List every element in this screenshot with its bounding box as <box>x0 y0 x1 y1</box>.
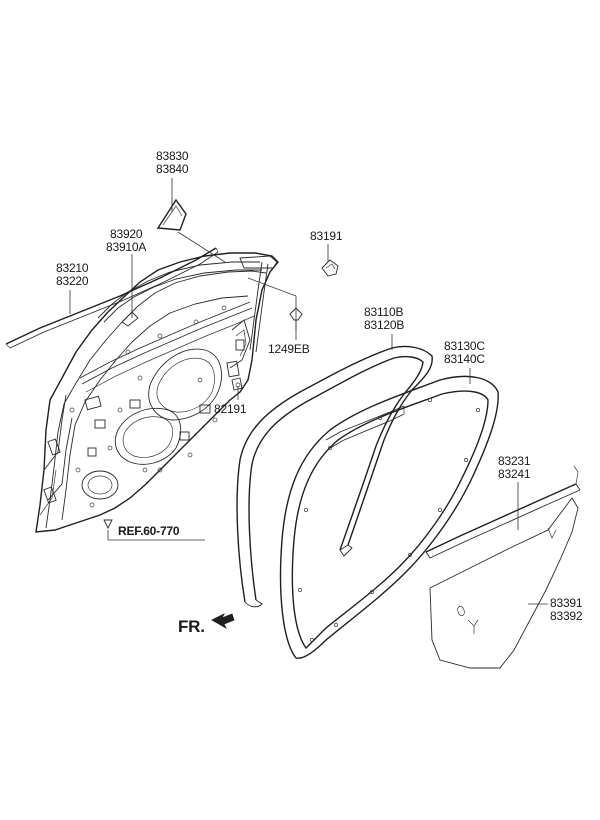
clip-83191 <box>321 259 339 277</box>
waterproof-film <box>429 497 579 669</box>
reference-label: REF.60-770 <box>118 524 180 538</box>
label-82191: 82191 <box>214 402 247 416</box>
delta-garnish <box>156 198 187 231</box>
label-83191: 83191 <box>310 229 343 243</box>
door-weatherstrip <box>236 345 433 608</box>
label-83110b: 83110B 83120B <box>364 305 405 332</box>
label-1249eb: 1249EB <box>268 342 310 356</box>
plug-82191 <box>231 377 243 391</box>
ref-arrow <box>103 519 113 530</box>
front-direction-arrow-icon <box>211 613 235 630</box>
belt-weatherstrip-outer <box>5 247 219 349</box>
belt-weatherstrip-inner <box>425 465 581 559</box>
label-83130c: 83130C 83140C <box>444 339 485 366</box>
door-panel-assembly <box>35 252 279 533</box>
label-83231: 83231 83241 <box>498 454 531 481</box>
leader-lines <box>69 178 548 605</box>
front-direction-label: FR. <box>178 617 205 636</box>
body-weatherstrip <box>279 375 499 659</box>
triangle-piece <box>121 311 139 327</box>
label-83391: 83391 83392 <box>550 596 583 623</box>
label-83210: 83210 83220 <box>56 261 89 288</box>
label-83920: 83920 83910A <box>106 227 147 254</box>
label-83830: 83830 83840 <box>156 149 189 176</box>
